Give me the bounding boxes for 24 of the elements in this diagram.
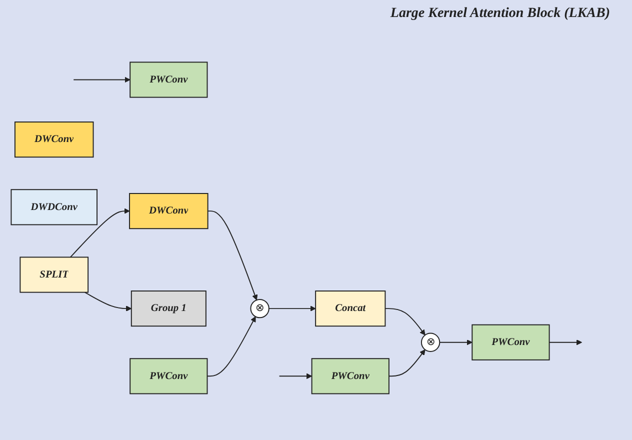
arrow [73,76,130,83]
arrow [268,306,316,312]
arrow [278,373,312,380]
arrow [70,208,130,258]
node-circle: ⊗ [420,332,440,352]
arrow [84,292,132,312]
node-box: Group 1 [130,290,206,327]
node-box: SPLIT [20,256,89,293]
arrow [384,308,426,336]
node-box: PWConv [311,358,390,394]
diagram-title: Large Kernel Attention Block (LKAB) [390,6,610,22]
arrow [439,340,472,346]
node-box: PWConv [472,324,550,360]
node-box: DWConv [14,122,94,158]
node-box: DWConv [129,193,208,230]
arrow [548,340,582,346]
arrow [206,316,256,377]
arrow [388,349,426,377]
node-box: PWConv [130,358,208,394]
node-box: Concat [315,290,386,327]
node-box: PWConv [130,62,208,98]
arrow [207,210,258,300]
node-box: DWDConv [10,189,98,226]
node-circle: ⊗ [250,299,270,318]
